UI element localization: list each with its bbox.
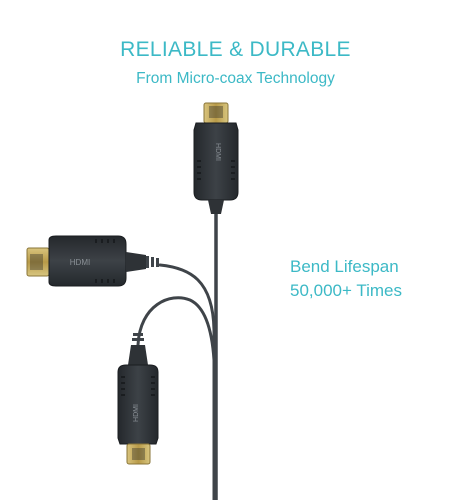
hdmi-connector-top: HDMI: [193, 102, 239, 214]
lower-cable: [136, 296, 216, 362]
feature-callout: Bend Lifespan 50,000+ Times: [290, 255, 460, 303]
hdmi-logo: HDMI: [214, 143, 221, 161]
headline: RELIABLE & DURABLE: [120, 38, 351, 61]
hdmi-logo: HDMI: [70, 258, 90, 267]
hdmi-connector-middle: HDMI: [26, 235, 159, 287]
middle-cable: [158, 263, 216, 500]
subheadline: From Micro-coax Technology: [136, 70, 335, 87]
feature-line-1: Bend Lifespan: [290, 257, 399, 276]
hdmi-logo: HDMI: [133, 404, 140, 422]
hdmi-connector-bottom: HDMI: [117, 333, 159, 465]
cable-lines: [136, 203, 218, 500]
feature-line-2: 50,000+ Times: [290, 281, 402, 300]
